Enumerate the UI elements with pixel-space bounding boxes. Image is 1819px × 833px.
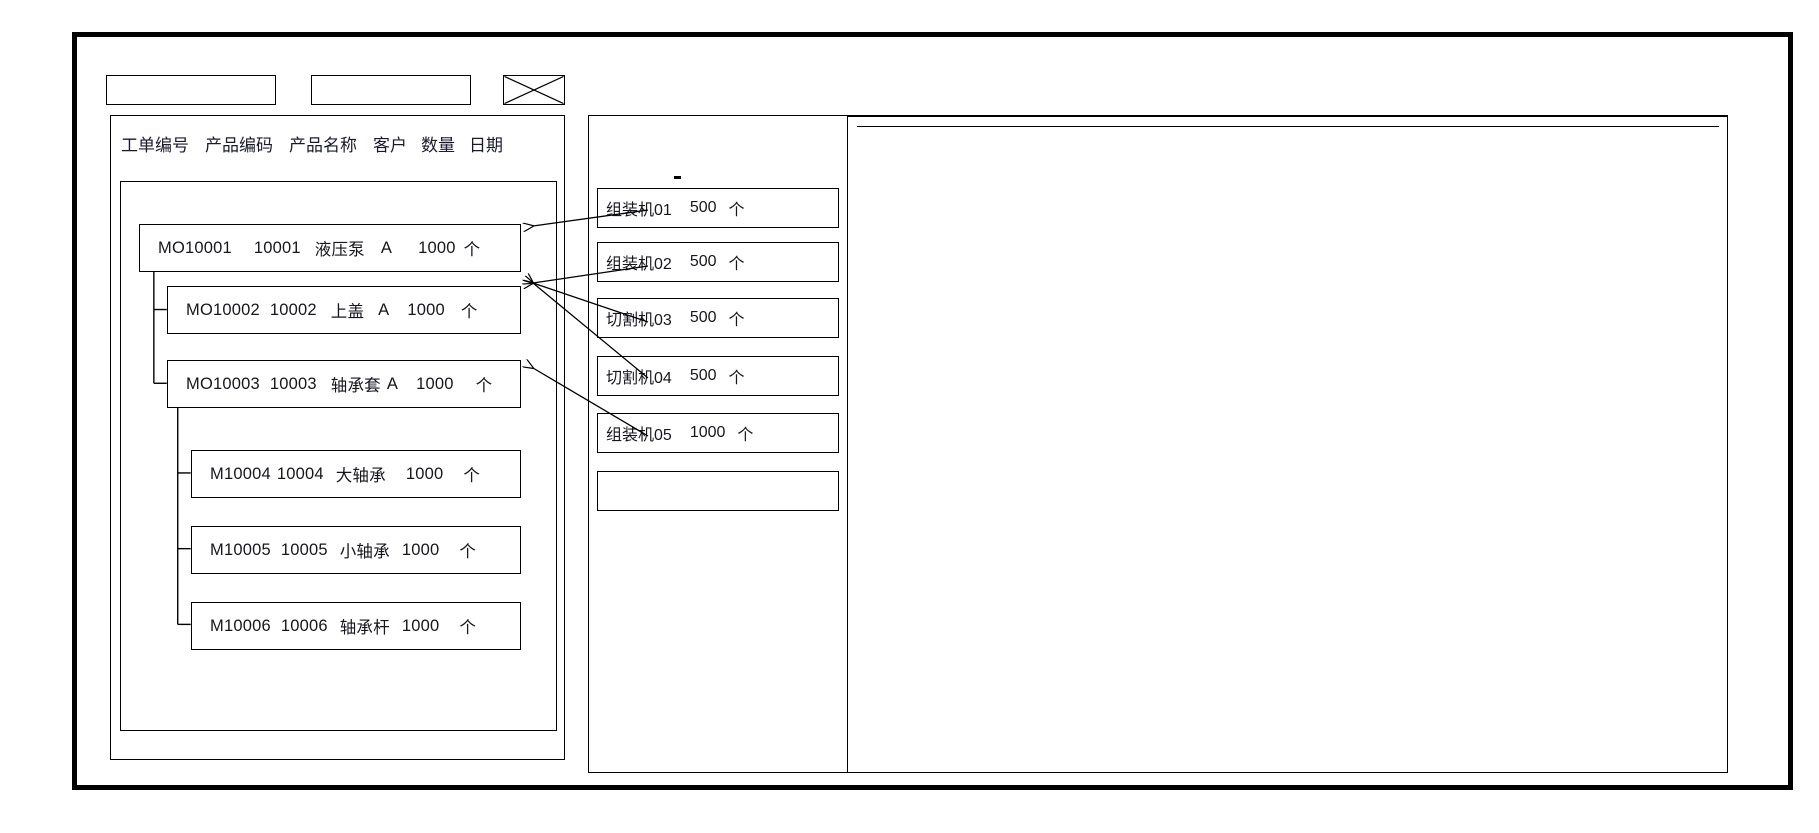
machine-name: 组装机01	[606, 202, 672, 219]
machine-card[interactable]: 组装机05 1000 个	[597, 413, 839, 453]
machine-unit: 个	[728, 312, 745, 329]
machine-name: 组装机02	[606, 256, 672, 273]
row-product-code: 10006	[280, 616, 328, 635]
row-order-no: M10004	[210, 464, 271, 483]
table-row[interactable]: M10005 10005 小轴承 1000 个	[191, 526, 521, 574]
detail-panel-header-rule	[857, 126, 1719, 127]
row-unit: 个	[459, 619, 477, 637]
machine-card[interactable]: 组装机01 500 个	[597, 188, 839, 228]
table-row[interactable]: MO10002 10002 上盖 A 1000 个	[167, 286, 521, 334]
row-unit: 个	[475, 377, 493, 395]
machine-unit: 个	[728, 202, 745, 219]
row-product-code: 10001	[253, 238, 301, 257]
work-order-tree: MO10001 10001 液压泵 A 1000 个 MO10002 10002…	[120, 181, 557, 731]
tree-column-headers: 工单编号 产品编码 产品名称 客户 数量 日期	[121, 128, 561, 158]
table-row[interactable]: MO10003 10003 轴承套 A 1000 个	[167, 360, 521, 408]
row-product-name: 大轴承	[335, 467, 386, 485]
row-unit: 个	[460, 303, 478, 321]
row-order-no: M10005	[210, 540, 271, 559]
column-header-customer: 客户	[373, 135, 407, 155]
machine-quantity: 500	[689, 253, 717, 270]
row-product-code: 10002	[269, 300, 317, 319]
row-product-name: 小轴承	[339, 543, 390, 561]
toolbar	[106, 74, 565, 106]
machine-quantity: 500	[689, 367, 717, 384]
row-order-no: M10006	[210, 616, 271, 635]
image-placeholder-icon[interactable]	[503, 75, 565, 105]
machine-card[interactable]: 切割机04 500 个	[597, 356, 839, 396]
row-unit: 个	[463, 241, 481, 259]
machine-card[interactable]: 切割机03 500 个	[597, 298, 839, 338]
machine-card[interactable]: 组装机02 500 个	[597, 242, 839, 282]
machine-quantity: 500	[689, 199, 717, 216]
row-product-code: 10003	[269, 374, 317, 393]
row-product-name: 液压泵	[314, 241, 365, 259]
machine-name: 切割机03	[606, 312, 672, 329]
row-quantity: 1000	[407, 300, 445, 319]
row-product-name: 轴承杆	[339, 619, 390, 637]
machine-name: 组装机05	[606, 427, 672, 444]
row-customer: A	[380, 238, 393, 257]
row-product-code: 10004	[276, 464, 324, 483]
toolbar-field-two[interactable]	[311, 75, 471, 105]
row-quantity: 1000	[405, 464, 444, 483]
row-quantity: 1000	[401, 616, 440, 635]
machine-unit: 个	[737, 427, 754, 444]
row-customer: A	[386, 374, 399, 393]
work-order-panel: 工单编号 产品编码 产品名称 客户 数量 日期	[110, 115, 565, 760]
row-product-name: 上盖	[330, 303, 365, 321]
table-row[interactable]: M10006 10006 轴承杆 1000 个	[191, 602, 521, 650]
column-header-product-name: 产品名称	[289, 135, 357, 155]
row-unit: 个	[459, 543, 477, 561]
machine-schedule-panel: 组装机01 500 个 组装机02 500 个 切割机03 500 个 切割机0…	[588, 115, 848, 773]
row-order-no: MO10002	[186, 300, 260, 319]
machine-unit: 个	[728, 370, 745, 387]
column-header-date: 日期	[469, 135, 503, 155]
machine-quantity: 1000	[689, 424, 726, 441]
row-unit: 个	[463, 467, 481, 485]
row-order-no: MO10001	[158, 238, 232, 257]
machine-card-empty[interactable]	[597, 471, 839, 511]
machine-quantity: 500	[689, 309, 717, 326]
row-order-no: MO10003	[186, 374, 260, 393]
toolbar-field-one[interactable]	[106, 75, 276, 105]
table-row[interactable]: M10004 10004 大轴承 1000 个	[191, 450, 521, 498]
machine-unit: 个	[728, 256, 745, 273]
row-quantity: 1000	[416, 374, 454, 393]
table-row[interactable]: MO10001 10001 液压泵 A 1000 个	[139, 224, 521, 272]
column-header-order-no: 工单编号	[121, 135, 189, 155]
machine-name: 切割机04	[606, 370, 672, 387]
column-header-quantity: 数量	[421, 135, 455, 155]
detail-panel	[848, 115, 1728, 773]
detail-panel-top-rule	[848, 116, 1727, 117]
row-product-name: 轴承套	[330, 377, 381, 395]
row-customer: A	[378, 300, 390, 319]
column-header-product-code: 产品编码	[205, 135, 273, 155]
header-dash-mark	[674, 176, 681, 179]
row-product-code: 10005	[280, 540, 328, 559]
row-quantity: 1000	[401, 540, 440, 559]
row-quantity: 1000	[418, 238, 456, 257]
